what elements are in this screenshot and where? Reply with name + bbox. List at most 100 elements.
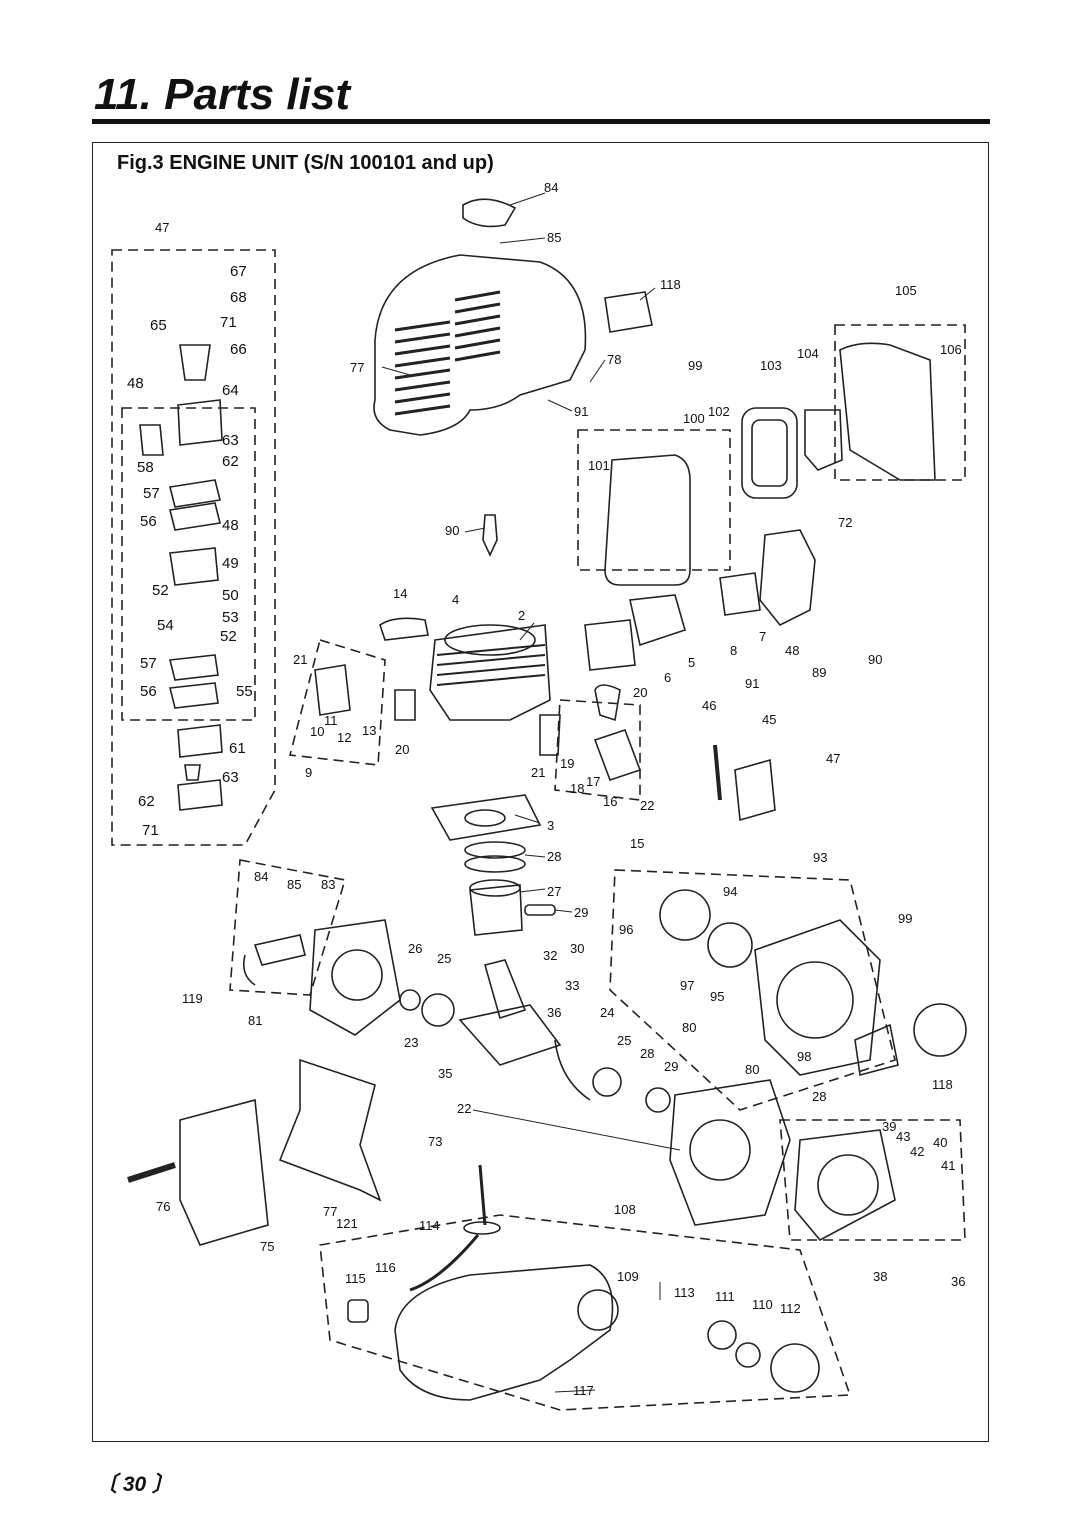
- group-outlines: [111, 249, 966, 1411]
- carburetor-kit-outline: [111, 249, 276, 846]
- part-label: 99: [898, 911, 912, 926]
- part-label: 72: [838, 515, 852, 530]
- part-label: 20: [633, 685, 647, 700]
- part-label: 57: [143, 485, 160, 502]
- part-label: 30: [570, 941, 584, 956]
- part-label: 42: [910, 1144, 924, 1159]
- part-label: 26: [408, 941, 422, 956]
- part-label: 11: [324, 713, 338, 728]
- page-number: 〔 30 〕: [96, 1473, 174, 1496]
- part-label: 27: [547, 884, 561, 899]
- part-label: 48: [127, 375, 144, 392]
- flywheel-outline: [779, 1119, 966, 1241]
- part-label: 22: [457, 1101, 471, 1116]
- knob-drawing: [462, 198, 517, 228]
- part-label: 22: [640, 798, 654, 813]
- part-label: 80: [745, 1062, 759, 1077]
- fuel-cap-drawing: [770, 1343, 820, 1393]
- part-label: 67: [230, 263, 247, 280]
- cylinder-drawing: [429, 624, 551, 721]
- part-label: 8: [730, 643, 737, 658]
- part-label: 19: [560, 756, 574, 771]
- part-label: 56: [140, 683, 157, 700]
- part-label: 99: [688, 358, 702, 373]
- part-label: 76: [156, 1199, 170, 1214]
- part-label: 101: [588, 458, 610, 473]
- part-label: 112: [780, 1301, 801, 1316]
- flywheel-drawing: [794, 1129, 896, 1242]
- ignition-coil-drawing: [734, 758, 776, 822]
- page-number-value: 30: [122, 1473, 147, 1496]
- part-label: 94: [723, 884, 737, 899]
- part-label: 106: [940, 342, 962, 357]
- part-label: 20: [395, 742, 409, 757]
- part-label: 100: [683, 411, 705, 426]
- part-label: 14: [393, 586, 407, 601]
- part-label: 40: [933, 1135, 947, 1150]
- part-label: 54: [157, 617, 174, 634]
- part-label: 73: [428, 1134, 442, 1149]
- part-label: 2: [518, 608, 525, 623]
- carburetor-inner-outline: [121, 407, 256, 721]
- part-label: 46: [702, 698, 716, 713]
- diagram-frame: [92, 142, 989, 1442]
- part-label: 118: [932, 1077, 953, 1092]
- part-label: 113: [674, 1285, 695, 1300]
- part-label: 21: [293, 652, 307, 667]
- part-label: 90: [868, 652, 882, 667]
- part-label: 105: [895, 283, 917, 298]
- label-sticker-drawing: [604, 291, 653, 333]
- air-cleaner-base-drawing: [604, 454, 691, 586]
- part-label: 61: [229, 740, 246, 757]
- part-label: 21: [531, 765, 545, 780]
- recoil-starter-drawing: [754, 919, 881, 1076]
- clutch-shoe-outline: [229, 859, 347, 996]
- part-label: 118: [660, 277, 681, 292]
- part-label: 52: [152, 582, 169, 599]
- part-label: 66: [230, 341, 247, 358]
- part-label: 80: [682, 1020, 696, 1035]
- part-label: 77: [323, 1204, 337, 1219]
- muffler-cover-drawing: [278, 1058, 382, 1202]
- part-label: 53: [222, 609, 239, 626]
- circlip-drawing: [554, 1039, 591, 1101]
- part-label: 115: [345, 1271, 366, 1286]
- fuel-tank-drawing: [394, 1264, 614, 1401]
- part-label: 48: [785, 643, 799, 658]
- part-labels: 84 85 47 118 105 67 68 71 65 66 48 64 63…: [127, 180, 965, 1398]
- part-label: 75: [260, 1239, 274, 1254]
- part-label: 28: [547, 849, 561, 864]
- part-label: 50: [222, 587, 239, 604]
- part-label: 18: [570, 781, 584, 796]
- part-label: 28: [640, 1046, 654, 1061]
- part-label: 6: [664, 670, 671, 685]
- part-label: 110: [752, 1297, 773, 1312]
- part-label: 25: [437, 951, 451, 966]
- part-label: 93: [813, 850, 827, 865]
- part-label: 24: [600, 1005, 614, 1020]
- part-label: 25: [617, 1033, 631, 1048]
- crankshaft-drawing: [458, 1004, 562, 1066]
- part-label: 4: [452, 592, 459, 607]
- part-label: 117: [573, 1383, 594, 1398]
- part-label: 36: [547, 1005, 561, 1020]
- part-label: 17: [586, 774, 600, 789]
- air-cleaner-cover-outline: [834, 324, 966, 481]
- part-label: 62: [138, 793, 155, 810]
- part-label: 71: [142, 822, 159, 839]
- part-label: 68: [230, 289, 247, 306]
- part-label: 71: [220, 314, 237, 331]
- part-label: 55: [236, 683, 253, 700]
- part-label: 114: [419, 1218, 440, 1233]
- part-label: 91: [574, 404, 588, 419]
- title-rule: [92, 119, 990, 124]
- part-label: 63: [222, 432, 239, 449]
- crankcase-left-drawing: [309, 919, 401, 1036]
- part-label: 62: [222, 453, 239, 470]
- part-label: 65: [150, 317, 167, 334]
- crankcase-right-drawing: [669, 1079, 791, 1226]
- part-label: 109: [617, 1269, 639, 1284]
- part-label: 104: [797, 346, 819, 361]
- part-label: 91: [745, 676, 759, 691]
- part-label: 45: [762, 712, 776, 727]
